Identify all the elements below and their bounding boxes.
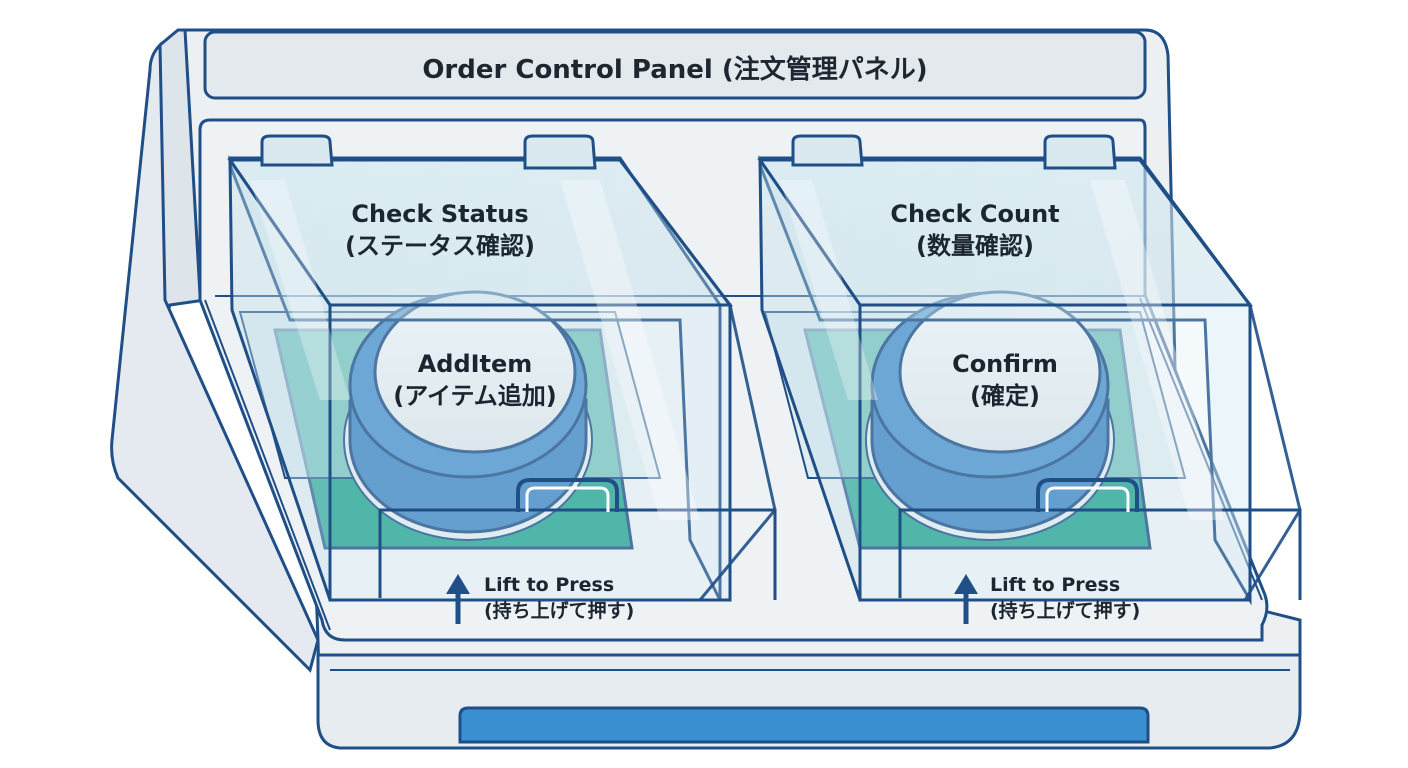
switch-1-hint-sub: (持ち上げて押す)	[484, 600, 635, 622]
switch-2-cover[interactable]	[757, 134, 1302, 606]
switch-1-cover-label-sub: (ステータス確認)	[345, 232, 535, 260]
switch-2-button-label-sub: (確定)	[970, 382, 1040, 410]
switch-1-arrow-up-icon	[446, 574, 470, 624]
switch-2-arrow-up-icon	[954, 574, 978, 624]
switch-2-cover-label: Check Count (数量確認)	[865, 198, 1085, 262]
switch-1-cover[interactable]	[227, 134, 777, 602]
switch-1	[227, 134, 777, 624]
switch-1-button-label: AddItem (アイテム追加)	[385, 348, 565, 412]
switch-1-hint: Lift to Press (持ち上げて押す)	[484, 572, 634, 624]
indicator-strip	[458, 706, 1150, 744]
switch-2-button-label: Confirm (確定)	[915, 348, 1095, 412]
title-bar	[203, 30, 1147, 100]
switch-2-hint-sub: (持ち上げて押す)	[990, 600, 1141, 622]
panel-title: Order Control Panel (注文管理パネル)	[422, 55, 928, 85]
switch-2	[757, 134, 1302, 624]
switch-2-cover-label-main: Check Count	[890, 200, 1060, 228]
switch-2-hint: Lift to Press (持ち上げて押す)	[990, 572, 1140, 624]
switch-1-cover-label: Check Status (ステータス確認)	[330, 198, 550, 262]
switch-1-button-label-main: AddItem	[417, 350, 533, 378]
switch-1-cover-label-main: Check Status	[351, 200, 529, 228]
switch-2-cover-label-sub: (数量確認)	[916, 232, 1034, 260]
switch-2-button[interactable]	[865, 290, 1115, 541]
switch-2-hint-main: Lift to Press	[990, 574, 1121, 596]
switch-1-hint-main: Lift to Press	[484, 574, 615, 596]
switch-1-button-label-sub: (アイテム追加)	[393, 382, 557, 410]
switch-2-button-label-main: Confirm	[952, 350, 1058, 378]
